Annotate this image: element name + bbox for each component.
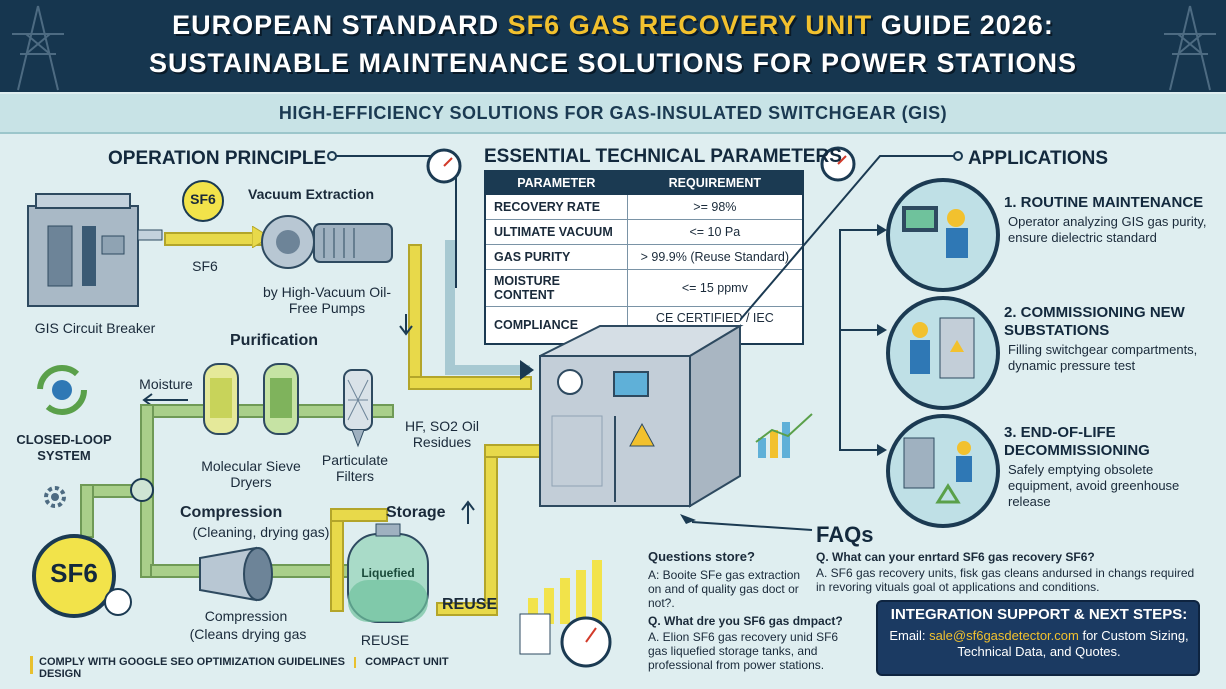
vacuum-extraction-desc: by High-Vacuum Oil-Free Pumps [262,284,392,316]
routine-maintenance-illustration [886,178,1000,292]
sf6-big-label: SF6 [50,558,98,588]
transmission-tower-icon [1164,5,1216,91]
table-header-row: PARAMETER REQUIREMENT [484,170,804,195]
commissioning-illustration [886,296,1000,410]
page-title: EUROPEAN STANDARD SF6 GAS RECOVERY UNIT … [172,10,1054,40]
faqs-title: FAQs [816,522,874,547]
filters-label: Particulate Filters [321,452,389,484]
closed-loop-label: CLOSED-LOOP SYSTEM [16,432,112,463]
param-value: > 99.9% (Reuse Standard) [626,244,804,270]
gas-pipe [484,452,498,616]
gas-pipe [80,484,94,538]
page-subtitle: HIGH-EFFICIENCY SOLUTIONS FOR GAS-INSULA… [278,103,948,123]
operator-icon [902,206,968,258]
app-item-title: 3. END-OF-LIFE DECOMMISSIONING [1004,424,1150,459]
table-row: MOISTURE CONTENT<= 15 ppmv [484,269,804,307]
pressure-gauge-icon [820,146,856,182]
support-box [876,600,1200,676]
residues-label: HF, SO2 Oil Residues [405,418,479,450]
storage-tank-icon [347,523,429,623]
faq-question: Q. What can your enrtard SF6 gas recover… [816,550,1095,564]
arrow-down-icon [399,314,413,336]
footer-compact: COMPACT UNIT DESIGN [39,656,449,680]
app-item-desc: Safely emptying obsolete equipment, avoi… [1008,462,1180,509]
transmission-tower-icon [12,5,64,91]
reuse-tank-label: REUSE [360,632,410,648]
compression-subtitle: (Cleaning, drying gas) [192,524,330,540]
gas-pipe [436,602,498,616]
param-name: RECOVERY RATE [484,194,628,220]
recycle-loop-icon [37,365,87,415]
footer-notes: COMPLY WITH GOOGLE SEO OPTIMIZATION GUID… [30,656,471,680]
table-row: GAS PURITY> 99.9% (Reuse Standard) [484,244,804,270]
app-item-title: 1. ROUTINE MAINTENANCE [1004,194,1204,211]
support-title: INTEGRATION SUPPORT & NEXT STEPS: [890,606,1188,623]
compression-title: Compression [180,504,283,521]
technician-icon [910,317,975,379]
report-gauge-icon [519,613,612,668]
compression-label: Compression [204,608,288,624]
support-text: Email: sale@sf6gasdetector.com for Custo… [889,628,1189,659]
sf6-flow-label: SF6 [192,258,218,274]
chart-icon [755,413,813,458]
operation-principle-title: OPERATION PRINCIPLE [108,148,327,169]
particulate-filter-icon [343,369,373,448]
faq-answer: A: Booite SFe gas extraction on and of q… [648,568,801,610]
vacuum-extraction-title: Vacuum Extraction [248,186,375,202]
param-name: MOISTURE CONTENT [484,269,628,307]
sf6-recovery-unit-icon [539,324,744,508]
arrow-up-icon [461,500,475,524]
param-value: <= 10 Pa [626,219,804,245]
faq-answer: A. SF6 gas recovery units, fisk gas clea… [816,566,1195,594]
molecular-sieve-dryers-icon [203,363,299,435]
footer-seo: COMPLY WITH GOOGLE SEO OPTIMIZATION GUID… [39,656,345,668]
column-header: PARAMETER [484,170,628,195]
gas-pipe [330,508,388,522]
app-item-title: 2. COMMISSIONING NEW SUBSTATIONS [1004,304,1185,339]
column-header: REQUIREMENT [626,170,804,195]
gear-icon [44,486,66,508]
faq-connector [680,514,813,531]
param-name: GAS PURITY [484,244,628,270]
moisture-label: Moisture [139,376,193,392]
sf6-gas-badge [182,180,224,222]
compression-label-2: (Cleans drying gas [189,626,307,642]
page-title-line2: SUSTAINABLE MAINTENANCE SOLUTIONS FOR PO… [149,48,1077,78]
table-row: ULTIMATE VACUUM<= 10 Pa [484,219,804,245]
faq-answer: A. Elion SF6 gas recovery unid SF6 gas l… [648,630,839,672]
dryers-label: Molecular Sieve Dryers [201,458,301,490]
reuse-arrow-label: REUSE [442,596,498,613]
support-email-link[interactable]: sale@sf6gasdetector.com [929,628,1079,643]
param-value: <= 15 ppmv [626,269,804,307]
decommissioning-illustration [886,414,1000,528]
vacuum-pump-icon [261,215,393,269]
pressure-gauge-icon [426,148,462,184]
header-banner [0,0,1226,92]
sf6-badge-label: SF6 [190,191,216,207]
app-item-desc: Operator analyzing GIS gas purity, ensur… [1008,214,1207,245]
faq-question: Q. What dre you SF6 gas dmpact? [648,614,843,628]
growth-chart-icon [528,560,602,624]
applications-connector [740,151,963,456]
faq-question: Questions store? [648,549,755,564]
decommission-icon [903,437,972,504]
compressor-icon [199,546,273,602]
app-item-desc: Filling switchgear compartments, dynamic… [1008,342,1198,373]
footer-divider [354,656,357,668]
parameters-title: ESSENTIAL TECHNICAL PARAMETERS [484,146,842,167]
gis-circuit-breaker-icon [27,193,163,307]
gas-pipe [408,376,532,390]
liquefied-label: Liquefied [361,566,415,580]
connector-pipe [445,240,534,380]
gis-label: GIS Circuit Breaker [34,320,156,336]
subtitle-bar [0,94,1226,134]
sf6-cylinder-icon [32,534,116,618]
arrow-right-icon [252,226,271,248]
applications-title: APPLICATIONS [968,148,1109,169]
gauge-icon [104,588,132,616]
purification-title: Purification [230,332,319,349]
storage-title: Storage [386,504,446,521]
valve-icon [130,478,154,502]
